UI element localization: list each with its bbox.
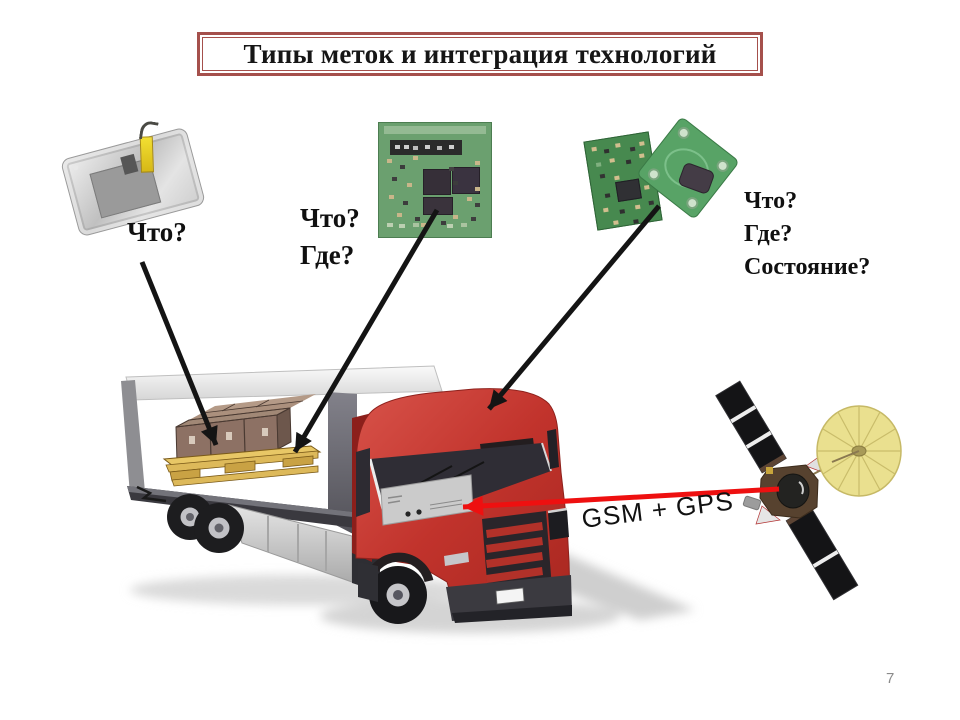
gold-component [766,467,773,474]
pallet-with-boxes [162,394,322,487]
tag2-ic-chip [452,167,480,194]
box-label [189,436,195,444]
side-window [356,448,370,517]
solar-panel-upper [715,380,787,474]
page-number: 7 [886,670,895,687]
tag2-label-line: Где? [300,240,355,270]
arrow-tag1-to-boxes [139,261,219,446]
truck-illustration [121,365,695,633]
trailer-roof [125,365,443,401]
front-wheel [369,566,427,624]
rfid-pcb-module-image [378,122,492,238]
tag2-ic-chip [423,197,453,215]
pallet-top [162,445,322,467]
slide-title: Типы меток и интеграция технологий [243,38,717,69]
headlight [548,510,569,540]
body-dish [776,473,810,509]
tag2-silkscreen-footer [387,223,393,227]
license-plate [495,587,525,605]
trailer-front-wall [328,392,357,536]
arrow-tag2-to-pallet [292,208,440,454]
arrow-satellite-to-gps-unit [462,486,780,516]
marker-light [444,552,469,566]
tag2-label: Что? Где? [300,200,360,274]
tag1-label-line: Что? [127,217,187,247]
a-pillar [368,458,385,510]
a-pillar [541,442,552,472]
tag3-label-line: Где? [744,221,793,247]
tag2-components [387,159,392,163]
tag2-label-text [395,145,400,149]
thruster [742,495,762,511]
box-label [262,428,268,436]
umbrella-dish [816,405,902,497]
satellite-illustration [715,380,902,601]
tag3-label-line: Что? [744,188,798,214]
pallet-bottom-board [171,465,319,487]
door-step [358,562,378,602]
tag2-label-line: Что? [300,203,360,233]
tag2-silkscreen-header [384,126,486,134]
tag2-ic-chip [423,169,451,195]
tarp-strap [136,485,167,503]
box-label [226,432,232,440]
mirror [547,429,559,469]
tag2-label-strip [390,140,462,155]
connector-arrows [139,204,780,516]
tag3-label: Что? Где? Состояние? [744,185,870,284]
tag3-label-line: Состояние? [744,254,871,280]
pallet-board [165,450,319,473]
slide-title-box: Типы меток и интеграция технологий [197,32,763,76]
trailer-deck-edge [127,486,362,518]
truck-cab [352,388,572,624]
trailer-left-post [121,380,145,495]
tag1-label: Что? [127,217,187,247]
solar-panel-lower [785,505,859,601]
arrow-tag3-to-cab [487,204,661,411]
rear-wheels [167,494,244,553]
